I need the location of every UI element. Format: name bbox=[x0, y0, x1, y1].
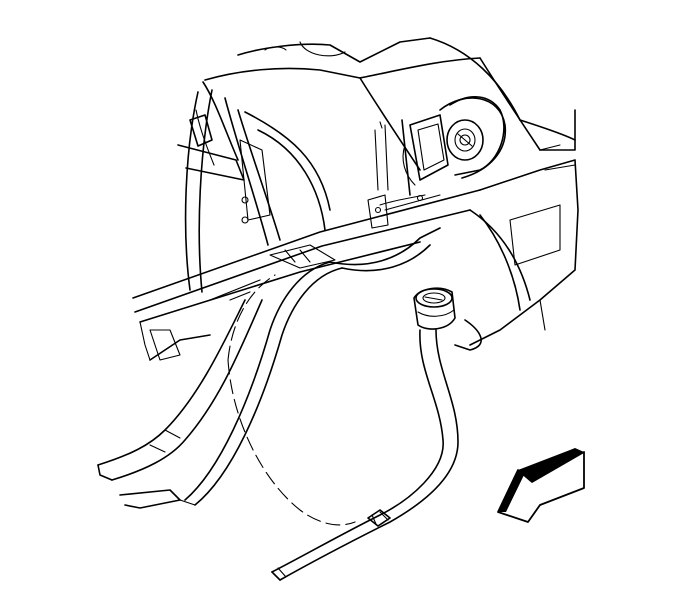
direction-arrow bbox=[497, 448, 585, 523]
wheelhouse-opening bbox=[227, 274, 356, 526]
mounting-bracket bbox=[367, 509, 391, 527]
fuel-filler-door-housing bbox=[367, 96, 507, 229]
body-quarter-panel bbox=[97, 37, 579, 509]
fuel-fill-pipe bbox=[271, 287, 459, 581]
